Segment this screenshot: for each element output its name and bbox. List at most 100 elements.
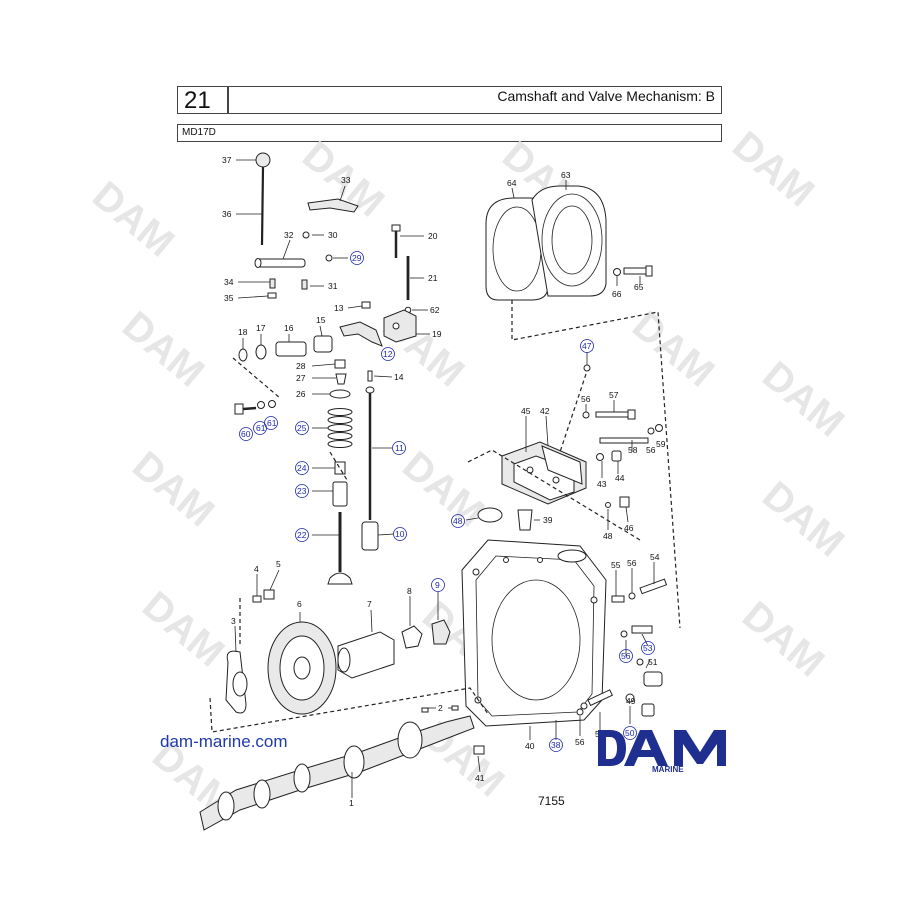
label-55: 55 <box>611 560 621 570</box>
part-58-stud <box>599 437 649 444</box>
label-7: 7 <box>367 599 372 609</box>
part-43-washer <box>596 453 604 461</box>
label-10: 10 <box>395 529 405 539</box>
label-14: 14 <box>394 372 404 382</box>
label-51: 51 <box>648 657 658 667</box>
part-39-bushing <box>517 509 533 531</box>
label-59: 59 <box>656 439 666 449</box>
part-7-sleeve <box>337 631 395 679</box>
label-21: 21 <box>428 273 438 283</box>
label-39: 39 <box>543 515 553 525</box>
part-46-bolt <box>619 496 630 508</box>
part-31-bolt <box>301 279 308 290</box>
part-16-spacer <box>275 341 307 357</box>
label-61b: 61 <box>267 418 277 428</box>
label-28: 28 <box>296 361 306 371</box>
engine-model: MD17D <box>177 124 722 142</box>
part-50-plug <box>641 703 655 717</box>
label-54: 54 <box>650 552 660 562</box>
label-56a: 56 <box>581 394 591 404</box>
part-63-cover <box>531 185 607 297</box>
part-29-washer <box>325 254 333 262</box>
label-30: 30 <box>328 230 338 240</box>
label-20: 20 <box>428 231 438 241</box>
label-15: 15 <box>316 315 326 325</box>
label-19: 19 <box>432 329 442 339</box>
label-66: 66 <box>612 289 622 299</box>
label-1: 1 <box>349 798 354 808</box>
part-27-collet <box>335 373 347 385</box>
label-46: 46 <box>624 523 634 533</box>
part-2-key <box>421 707 429 713</box>
label-43: 43 <box>597 479 607 489</box>
dam-marine-logo <box>598 730 726 766</box>
part-34-bolt <box>269 278 276 289</box>
label-42: 42 <box>540 406 550 416</box>
watermark: DAM <box>754 353 852 445</box>
part-17-spring <box>255 344 267 360</box>
part-61b-washer <box>268 400 276 408</box>
part-53-bolt <box>631 625 653 634</box>
part-56b-washer <box>647 427 655 435</box>
label-2: 2 <box>438 703 443 713</box>
part-59-nut <box>655 424 663 432</box>
label-33: 33 <box>341 175 351 185</box>
part-56-washer <box>582 411 590 419</box>
label-56d: 56 <box>575 737 585 747</box>
label-17: 17 <box>256 323 266 333</box>
watermark: DAM <box>124 443 222 535</box>
section-number: 21 <box>177 86 228 114</box>
part-32-rocker-shaft <box>256 258 306 268</box>
part-8-nut <box>401 625 423 649</box>
part-42-plate <box>541 445 583 485</box>
label-49: 49 <box>626 696 636 706</box>
label-32: 32 <box>284 230 294 240</box>
label-61: 61 <box>256 423 266 433</box>
label-56-circled: 56 <box>621 651 631 661</box>
part-30-nut <box>302 231 310 239</box>
watermark: DAM <box>724 123 822 215</box>
label-25: 25 <box>297 423 307 433</box>
part-47-plug <box>583 364 591 372</box>
gear-and-camshaft <box>199 589 489 831</box>
part-19-bracket <box>383 309 417 343</box>
callout-labels: 37 36 33 32 30 34 31 35 20 21 13 62 19 1… <box>222 155 666 808</box>
part-57-stud <box>595 411 631 418</box>
part-56d-washer <box>576 708 584 716</box>
label-64: 64 <box>507 178 517 188</box>
label-41: 41 <box>475 773 485 783</box>
watermark: DAM <box>84 173 182 265</box>
rear-cover-assembly <box>485 185 681 629</box>
part-25-valve-spring <box>327 408 353 448</box>
logo-subtext: MARINE <box>652 765 684 774</box>
part-49-washer <box>625 693 635 703</box>
website-link[interactable]: dam-marine.com <box>160 732 288 751</box>
label-18: 18 <box>238 327 248 337</box>
label-9: 9 <box>435 580 440 590</box>
label-3: 3 <box>231 616 236 626</box>
diagram-title: Camshaft and Valve Mechanism: B <box>228 86 722 114</box>
label-56b: 56 <box>646 445 656 455</box>
rocker-assembly <box>232 152 417 585</box>
part-66-washer <box>613 268 621 276</box>
label-29: 29 <box>352 253 362 263</box>
label-56c: 56 <box>627 558 637 568</box>
label-22: 22 <box>297 530 307 540</box>
label-62: 62 <box>430 305 440 315</box>
label-60: 60 <box>241 429 251 439</box>
label-5: 5 <box>276 559 281 569</box>
label-31: 31 <box>328 281 338 291</box>
part-9-nut <box>431 619 451 645</box>
part-10-tappet <box>361 521 379 551</box>
label-38: 38 <box>551 740 561 750</box>
label-50: 50 <box>625 728 635 738</box>
watermark: DAM <box>114 303 212 395</box>
label-57: 57 <box>609 390 619 400</box>
part-54-bolt <box>639 578 668 595</box>
label-13: 13 <box>334 303 344 313</box>
watermark: DAM <box>134 583 232 675</box>
label-40: 40 <box>525 741 535 751</box>
label-16: 16 <box>284 323 294 333</box>
part-51-sensor <box>643 671 663 687</box>
